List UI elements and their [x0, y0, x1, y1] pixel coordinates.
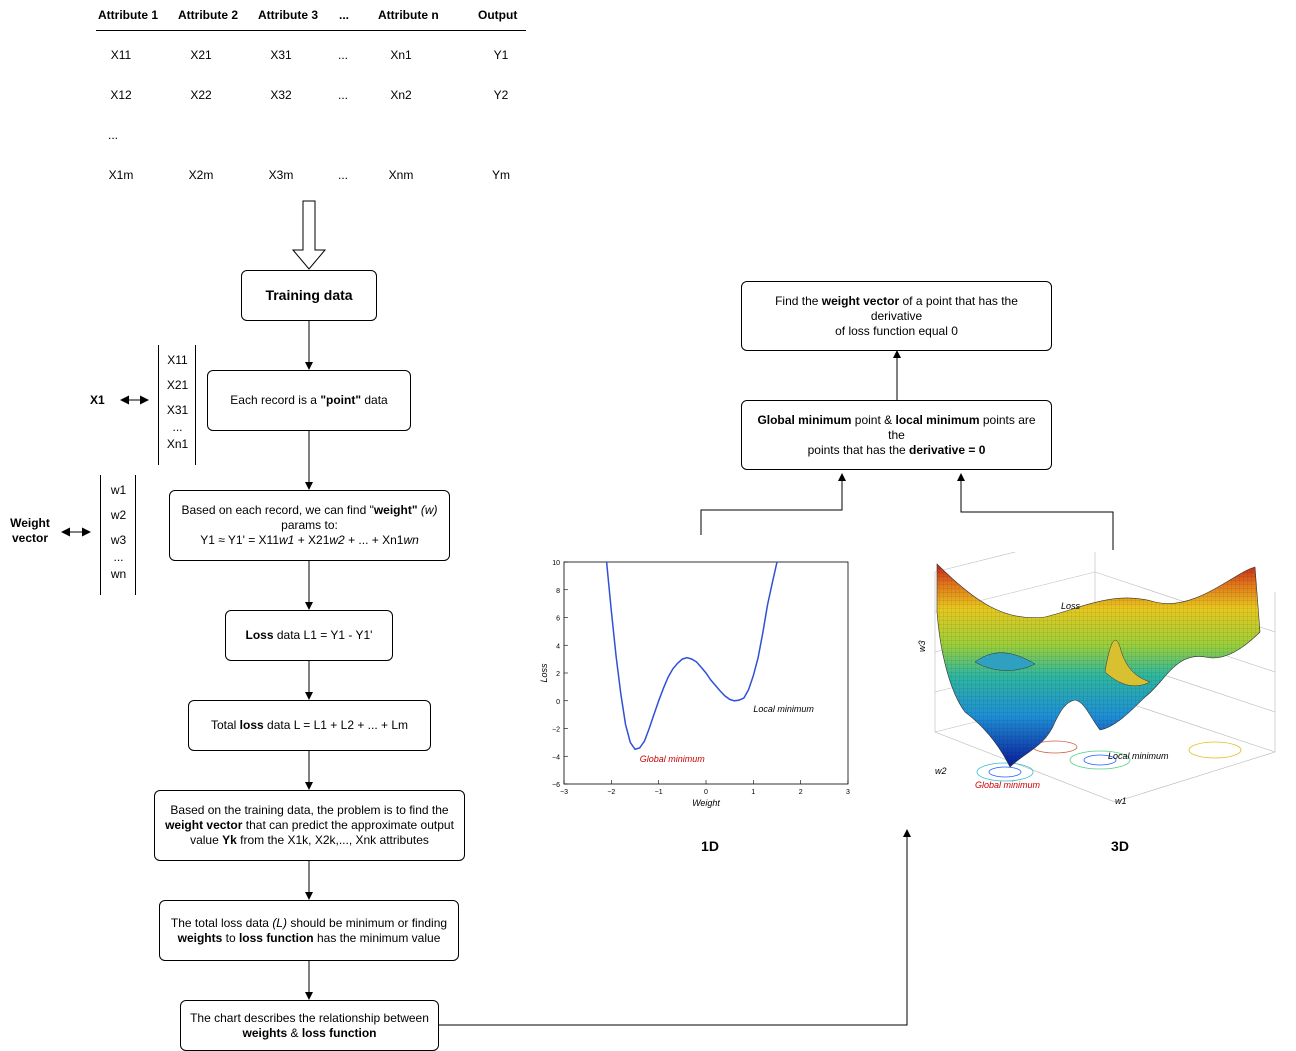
surface-global-minimum: Global minimum [975, 780, 1041, 790]
table-cell: Xnm [388, 168, 414, 182]
table-cell: ... [337, 88, 348, 102]
header-ellipsis: ... [339, 8, 350, 22]
training-data-label: Training data [265, 287, 353, 303]
header-attribute-1: Attribute 1 [98, 8, 158, 22]
table-cell: X1m [108, 168, 134, 182]
table-cell: Y1 [493, 48, 509, 62]
y-tick-label: 10 [552, 560, 560, 567]
y-tick-label: 0 [556, 699, 560, 706]
x-tick-label: 3 [846, 789, 850, 796]
loss-data-text: Loss data L1 = Y1 - Y1' [245, 628, 373, 642]
y-tick-label: −2 [552, 727, 560, 734]
x1-item: ... [172, 420, 183, 434]
y-tick-label: −4 [552, 754, 560, 761]
find-weight-box: Find the weight vector of a point that h… [741, 281, 1052, 351]
weight-list: w1 w2 w3 ... wn [102, 483, 135, 587]
weight-item: w2 [110, 508, 127, 522]
header-attribute-3: Attribute 3 [258, 8, 318, 22]
w-bracket-right [135, 475, 136, 595]
record-point-box: Each record is a "point" data [207, 370, 411, 431]
y-tick-label: 6 [556, 616, 560, 623]
loss-curve [605, 561, 778, 751]
table-cell: Y2 [493, 88, 509, 102]
table-cell: X2m [188, 168, 214, 182]
global-local-text: Global minimum point & local minimum poi… [757, 412, 1036, 457]
table-cell: X11 [110, 48, 132, 62]
hollow-down-arrow [291, 200, 327, 270]
curve-annotation: Global minimum [640, 754, 706, 764]
table-cell: ... [107, 128, 118, 142]
label-3d: 3D [1111, 838, 1129, 854]
x-axis-label: Weight [692, 798, 720, 808]
header-attribute-n: Attribute n [378, 8, 439, 22]
x1-item: Xn1 [166, 437, 189, 451]
y-tick-label: 2 [556, 671, 560, 678]
y-tick-label: 4 [556, 643, 560, 650]
problem-text: Based on the training data, the problem … [165, 803, 454, 847]
label-1d: 1D [701, 838, 719, 854]
x1-bracket-left [158, 345, 159, 465]
problem-box: Based on the training data, the problem … [154, 790, 465, 861]
weight-item: w1 [110, 483, 127, 497]
x-tick-label: −2 [607, 789, 615, 796]
x1-item: X31 [166, 403, 189, 417]
total-loss-text: Total loss data L = L1 + L2 + ... + Lm [210, 718, 409, 732]
table-cell: X3m [268, 168, 294, 182]
x1-value-list: X11 X21 X31 ... Xn1 [160, 353, 195, 457]
weight-params-box: Based on each record, we can find "weigh… [169, 490, 450, 561]
find-weight-text: Find the weight vector of a point that h… [775, 293, 1018, 338]
surface-axis-w1: w1 [1115, 796, 1127, 806]
table-cell: Xn2 [390, 88, 412, 102]
table-cell: X32 [270, 88, 292, 102]
table-cell: X21 [190, 48, 212, 62]
global-local-minimum-box: Global minimum point & local minimum poi… [741, 400, 1052, 470]
x-tick-label: 1 [751, 789, 755, 796]
record-point-text: Each record is a "point" data [230, 393, 388, 407]
y-tick-label: −6 [552, 782, 560, 789]
header-output: Output [478, 8, 518, 22]
weight-params-text: Based on each record, we can find "weigh… [181, 503, 438, 547]
table-cell: X12 [110, 88, 132, 102]
surface-local-minimum: Local minimum [1108, 751, 1169, 761]
table-cell: ... [337, 48, 348, 62]
minimum-loss-text: The total loss data (L) should be minimu… [170, 915, 448, 945]
chart-description-text: The chart describes the relationship bet… [190, 1010, 429, 1040]
y-axis-label: Loss [539, 663, 549, 683]
table-cell: Xn1 [390, 48, 412, 62]
surface-axis-w2: w2 [935, 766, 947, 776]
chart-description-box: The chart describes the relationship bet… [180, 1000, 439, 1051]
x-tick-label: −3 [560, 789, 568, 796]
surface-ylabel: w3 [917, 640, 927, 652]
x1-bracket-right [195, 345, 196, 465]
surface-zlabel: Loss [1061, 601, 1081, 611]
weight-item: wn [110, 567, 127, 581]
table-cell: Ym [492, 168, 510, 182]
x1-item: X11 [167, 353, 188, 367]
header-attribute-2: Attribute 2 [178, 8, 238, 22]
training-data-box: Training data [241, 270, 377, 321]
x1-item: X21 [166, 378, 189, 392]
x-tick-label: −1 [655, 789, 663, 796]
minimum-loss-box: The total loss data (L) should be minimu… [159, 900, 459, 961]
floor-contours [976, 740, 1242, 782]
table-cell: X31 [270, 48, 292, 62]
loss-data-box: Loss data L1 = Y1 - Y1' [225, 610, 393, 661]
table-cell: ... [337, 168, 348, 182]
weight-item: w3 [110, 533, 127, 547]
table-header-divider [96, 30, 526, 31]
w-bracket-left [100, 475, 101, 595]
x1-label: X1 [90, 393, 105, 407]
x-tick-label: 2 [799, 789, 803, 796]
weight-item: ... [113, 550, 124, 564]
loss-3d-surface: Loss w3 w2 w1 Local minimum Global minim… [917, 552, 1276, 806]
curve-annotation: Local minimum [753, 704, 814, 714]
x-tick-label: 0 [704, 789, 708, 796]
y-tick-label: 8 [556, 588, 560, 595]
table-cell: X22 [190, 88, 212, 102]
total-loss-box: Total loss data L = L1 + L2 + ... + Lm [188, 700, 431, 751]
